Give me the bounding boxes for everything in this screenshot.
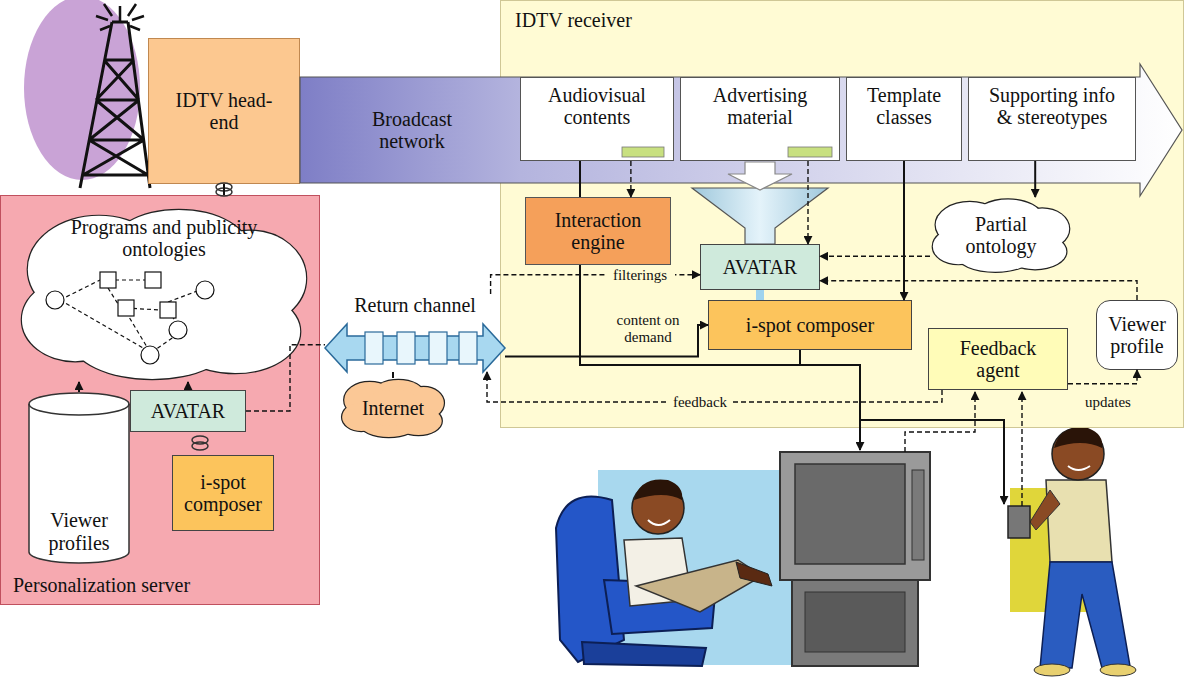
content-box: Supporting info & stereotypes (968, 77, 1136, 161)
ontology-cloud: Partial ontology (930, 197, 1072, 273)
drawing-part (46, 291, 64, 309)
avatar-box-label: AVATAR (723, 256, 797, 278)
antenna-tower (24, 0, 150, 188)
data-flow (1034, 161, 1036, 197)
data-flow (78, 382, 80, 392)
drawing-part (1008, 506, 1030, 538)
ontology-cloud-label: Partial ontology (951, 213, 1051, 258)
drawing-part (634, 479, 682, 500)
data-tab (622, 147, 664, 157)
edge-label: feedback (667, 394, 733, 411)
return-channel: Return channel (325, 294, 505, 372)
composer-box: i-spot composer (172, 455, 274, 531)
receiver-panel-label: IDTV receiver (515, 9, 632, 31)
viewer-feedback-line (1021, 392, 1022, 506)
data-pipe (756, 290, 764, 300)
broadcast-band-label: Broadcast network (352, 108, 472, 153)
edge-label: filterings (605, 267, 675, 284)
drawing-part (1030, 490, 1060, 530)
drawing-part (160, 302, 176, 318)
server-panel: Personalization server Programs and publi… (0, 195, 320, 605)
content-box-label: Supporting info & stereotypes (982, 84, 1122, 129)
drawing-part (1040, 562, 1130, 668)
data-flow (187, 382, 189, 390)
video-line (799, 350, 801, 365)
edge-label: content on demand (610, 312, 686, 345)
drawing-part (145, 272, 161, 288)
drawing-part (1068, 466, 1090, 470)
receiver-panel: IDTV receiverInteraction engineAVATAR Par… (500, 0, 1184, 428)
avatar-box: AVATAR (700, 244, 820, 290)
drawing-part (196, 281, 214, 299)
data-flow (392, 372, 394, 378)
content-box: Template classes (846, 77, 962, 161)
drawing-part (1052, 428, 1104, 480)
cylinder-body (29, 393, 129, 563)
content-box-label: Advertising material (690, 84, 830, 129)
drawing-part (1054, 427, 1102, 448)
packet (429, 332, 447, 364)
drawing-part (1100, 664, 1136, 676)
cloud-fill (361, 390, 425, 426)
drawing-part (118, 300, 134, 316)
packet (459, 332, 477, 364)
drawing-part (805, 592, 905, 652)
profile-box: Viewer profile (1096, 300, 1178, 370)
content-box-label: Template classes (854, 84, 954, 129)
drawing-part (1046, 480, 1112, 562)
drawing-part (582, 642, 706, 666)
head-end-box: IDTV head-end (148, 38, 300, 184)
drawing-part (795, 464, 905, 564)
edge-label: updates (1079, 394, 1137, 411)
cloud-lobe (361, 390, 425, 426)
drawing-part (96, 4, 144, 30)
drawing-part (169, 321, 187, 339)
drawing-part (792, 580, 918, 666)
packet (397, 332, 415, 364)
data-flow (903, 161, 905, 300)
avatar-box: AVATAR (130, 390, 246, 432)
drawing-part (556, 497, 624, 663)
drawing-part (141, 346, 159, 364)
standing-viewer (1008, 427, 1136, 676)
packet (365, 332, 383, 364)
content-box-label: Audiovisual contents (531, 84, 663, 129)
internet-cloud: Internet (340, 378, 446, 438)
avatar-box-label: AVATAR (151, 400, 225, 422)
band-arrow (300, 64, 1182, 196)
internet-cloud-label: Internet (362, 397, 424, 419)
drawing-part (1034, 664, 1070, 676)
composer-box-label: i-spot composer (177, 471, 269, 516)
drawing-part (80, 22, 150, 188)
engine-box-label: Interaction engine (532, 209, 664, 254)
server-panel-label: Personalization server (13, 574, 190, 596)
head-end-box-label: IDTV head-end (174, 89, 274, 134)
tv-scene (598, 452, 930, 666)
composer-box-label: i-spot composer (746, 314, 874, 336)
cylinder-rim (29, 404, 129, 415)
handheld-line (860, 420, 1004, 504)
engine-box: Interaction engine (525, 197, 671, 265)
agent-box: Feedback agent (928, 328, 1068, 390)
return-channel-label: Return channel (354, 294, 476, 316)
profile-box-label: Viewer profile (1101, 313, 1173, 358)
channel-arrow (325, 324, 505, 372)
seated-viewer (556, 479, 772, 666)
drawing-part (648, 520, 670, 525)
drawing-part (912, 470, 924, 560)
profile-database-label: Viewer profiles (34, 509, 124, 554)
data-flow (223, 184, 225, 195)
drawing-part (100, 272, 116, 288)
drawing-part (736, 562, 772, 586)
profile-database: Viewer profiles (28, 392, 130, 564)
composer-box: i-spot composer (708, 300, 912, 350)
data-tab (788, 147, 832, 157)
drawing-part (780, 452, 930, 580)
ontology-cloud-label: Programs and publicity ontologies (49, 216, 279, 261)
agent-box-label: Feedback agent (943, 337, 1053, 382)
